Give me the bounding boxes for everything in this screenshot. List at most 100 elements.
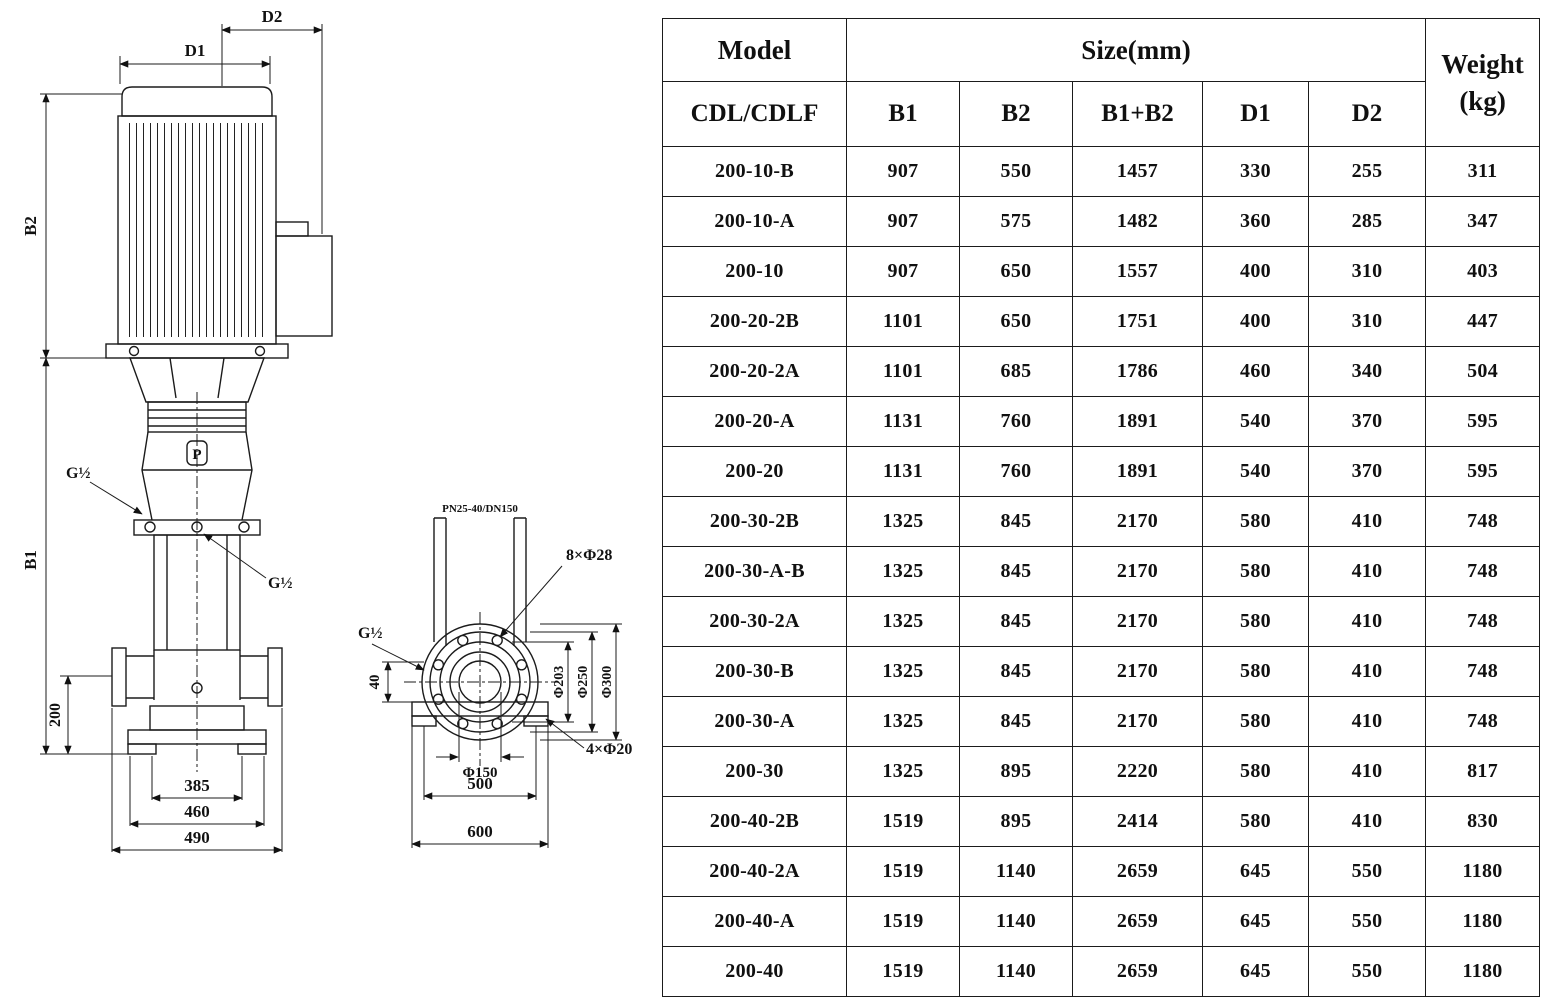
cell-model: 200-20-2B: [662, 296, 847, 347]
cell-value: 748: [1425, 546, 1541, 597]
header-col-b2: B2: [959, 81, 1073, 147]
cell-value: 895: [959, 746, 1073, 797]
cell-value: 2220: [1072, 746, 1203, 797]
cell-value: 540: [1202, 396, 1309, 447]
cell-value: 2170: [1072, 696, 1203, 747]
cell-value: 748: [1425, 596, 1541, 647]
cell-value: 2170: [1072, 596, 1203, 647]
junction-box-cap: [275, 221, 309, 237]
cell-value: 748: [1425, 496, 1541, 547]
junction-box: [275, 235, 333, 337]
cell-value: 580: [1202, 496, 1309, 547]
cell-model: 200-40-A: [662, 896, 847, 947]
cell-value: 330: [1202, 146, 1309, 197]
g-half-label-plan: G½: [358, 625, 382, 642]
cell-value: 575: [959, 196, 1073, 247]
cell-value: 1131: [846, 446, 960, 497]
cell-value: 1557: [1072, 246, 1203, 297]
cell-value: 255: [1307, 146, 1427, 197]
dim-label-d2: D2: [262, 7, 283, 26]
bolt-hole: [491, 634, 503, 647]
cell-value: 1101: [846, 296, 960, 347]
motor-fins: [125, 123, 269, 337]
column-inner-lines: [166, 535, 228, 650]
header-size-group: Size(mm): [845, 18, 1427, 82]
cell-value: 2414: [1072, 796, 1203, 847]
header-model: Model: [662, 18, 847, 82]
dim-label-500: 500: [467, 774, 493, 793]
cell-value: 1140: [959, 896, 1073, 947]
bolt-hole: [515, 693, 528, 705]
cell-value: 2659: [1072, 896, 1203, 947]
header-model-series: CDL/CDLF: [662, 81, 847, 147]
cell-value: 1325: [846, 546, 960, 597]
header-col-b1b2: B1+B2: [1072, 81, 1203, 147]
cell-value: 1180: [1425, 946, 1541, 997]
cell-value: 1519: [846, 896, 960, 947]
cell-value: 580: [1202, 696, 1309, 747]
cell-value: 748: [1425, 646, 1541, 697]
base-foot: [127, 743, 157, 755]
cell-value: 650: [959, 296, 1073, 347]
cell-value: 1519: [846, 846, 960, 897]
bolt-callout-4x20: 4×Φ20: [586, 741, 632, 758]
cell-value: 845: [959, 496, 1073, 547]
cell-value: 410: [1307, 596, 1427, 647]
cell-model: 200-10: [662, 246, 847, 297]
cell-value: 1519: [846, 796, 960, 847]
fan-cover: [121, 86, 273, 117]
motor-stool: [129, 357, 265, 403]
cell-value: 550: [1307, 896, 1427, 947]
cell-value: 400: [1202, 296, 1309, 347]
bolt-hole: [457, 634, 469, 647]
bolt-callout-8x28: 8×Φ28: [566, 547, 612, 564]
front-view: P: [105, 86, 333, 772]
cell-value: 1751: [1072, 296, 1203, 347]
cell-value: 311: [1425, 146, 1541, 197]
dim-label-phi150: Φ150: [463, 765, 498, 781]
cell-value: 410: [1307, 696, 1427, 747]
dim-label-460: 460: [184, 802, 210, 821]
cell-value: 580: [1202, 796, 1309, 847]
cell-value: 760: [959, 446, 1073, 497]
cell-model: 200-10-B: [662, 146, 847, 197]
cell-value: 845: [959, 596, 1073, 647]
cell-value: 403: [1425, 246, 1541, 297]
cell-value: 595: [1425, 446, 1541, 497]
dim-label-490: 490: [184, 828, 210, 847]
mid-flange-bolt: [144, 521, 156, 533]
g-half-label-lower: G½: [268, 575, 292, 592]
cell-model: 200-30-2A: [662, 596, 847, 647]
base-foot: [237, 743, 267, 755]
cell-value: 1140: [959, 946, 1073, 997]
pump-technical-drawing: P: [0, 0, 660, 1000]
cell-value: 550: [1307, 846, 1427, 897]
port-flange-left: [111, 647, 127, 707]
cell-value: 845: [959, 546, 1073, 597]
cell-model: 200-40-2A: [662, 846, 847, 897]
dim-label-phi300: Φ300: [600, 666, 615, 699]
cell-value: 645: [1202, 846, 1309, 897]
header-col-d2: D2: [1307, 81, 1427, 147]
cell-value: 310: [1307, 296, 1427, 347]
dim-label-phi203: Φ203: [552, 666, 567, 699]
cell-value: 540: [1202, 446, 1309, 497]
cell-value: 1325: [846, 596, 960, 647]
cell-value: 1891: [1072, 446, 1203, 497]
dim-label-phi250: Φ250: [576, 666, 591, 699]
cell-model: 200-30-A-B: [662, 546, 847, 597]
cell-value: 460: [1202, 346, 1309, 397]
cell-value: 2659: [1072, 946, 1203, 997]
bolt-hole: [432, 659, 445, 671]
cell-value: 410: [1307, 796, 1427, 847]
g-half-label-upper: G½: [66, 465, 90, 482]
cell-value: 504: [1425, 346, 1541, 397]
